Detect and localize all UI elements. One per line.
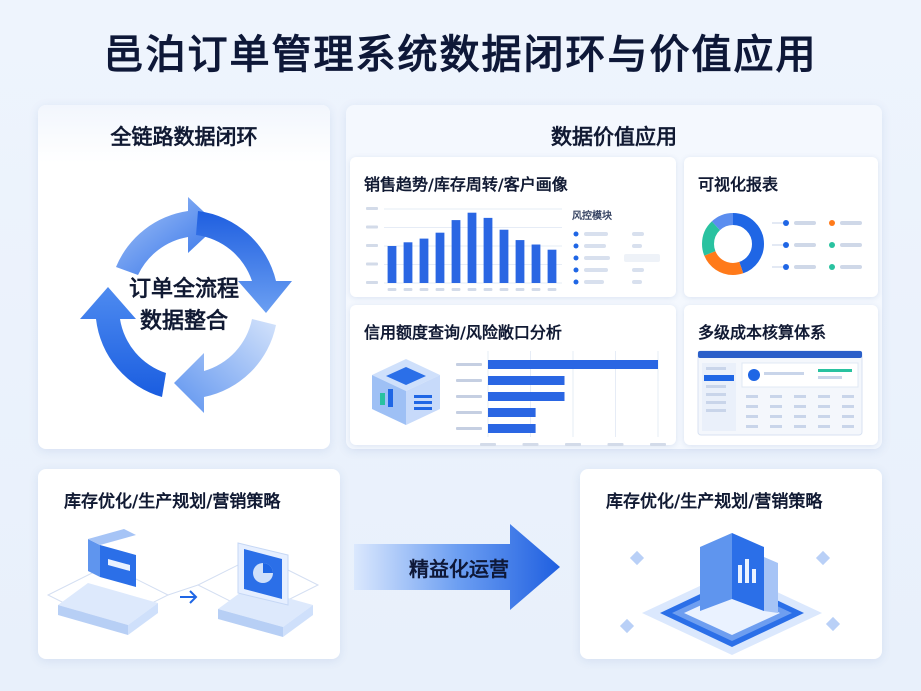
credit-hbar-chart <box>456 351 666 446</box>
sales-legend-rows <box>573 231 660 285</box>
bar <box>515 240 525 283</box>
x-tick-placeholder <box>483 288 493 291</box>
optimization-card-right: 库存优化/生产规划/营销策略 <box>580 469 882 659</box>
y-tick-placeholder <box>366 281 378 284</box>
x-tick-placeholder <box>387 288 397 291</box>
page-title: 邑泊订单管理系统数据闭环与价值应用 <box>103 32 818 78</box>
cycle-arrow-bottom <box>174 319 276 413</box>
data-value-title: 数据价值应用 <box>551 125 677 149</box>
x-tick-placeholder <box>435 288 445 291</box>
cycle-arrow-right <box>196 211 292 313</box>
credit-risk-card: 信用额度查询/风险敞口分析 <box>350 305 676 446</box>
loop-center-line1: 订单全流程 <box>128 277 239 302</box>
cost-accounting-card: 多级成本核算体系 <box>684 305 878 445</box>
x-tick-placeholder <box>467 288 477 291</box>
x-tick-placeholder <box>531 288 541 291</box>
hbar <box>488 360 658 369</box>
sales-trend-title: 销售趋势/库存周转/客户画像 <box>364 175 568 194</box>
isometric-flow-illustration <box>46 529 320 637</box>
bar <box>403 242 413 283</box>
row-label-placeholder <box>456 395 482 398</box>
cycle-arrow-top <box>116 197 218 275</box>
loop-center-line2: 数据整合 <box>139 309 228 334</box>
optimization-card-left: 库存优化/生产规划/营销策略 <box>38 469 340 659</box>
lean-operation-label: 精益化运营 <box>409 557 509 581</box>
optimization-right-title: 库存优化/生产规划/营销策略 <box>606 492 823 512</box>
cycle-arrows-diagram <box>80 197 292 413</box>
x-tick-placeholder <box>515 288 525 291</box>
bar <box>547 249 557 283</box>
bar <box>419 238 429 283</box>
bar <box>435 232 445 283</box>
visual-report-card: 可视化报表 <box>684 157 878 297</box>
data-value-card: 数据价值应用 销售趋势/库存周转/客户画像 风控模块 可视化报表 <box>346 105 882 449</box>
row-label-placeholder <box>456 379 482 382</box>
row-label-placeholder <box>456 411 482 414</box>
dashboard-mockup <box>697 350 863 436</box>
row-label-placeholder <box>456 363 482 366</box>
credit-risk-title: 信用额度查询/风险敞口分析 <box>364 323 562 342</box>
flow-arrow-icon <box>180 590 198 604</box>
sales-trend-card: 销售趋势/库存周转/客户画像 风控模块 <box>350 157 676 297</box>
data-loop-title: 全链路数据闭环 <box>110 125 258 149</box>
y-tick-placeholder <box>366 225 378 229</box>
visual-report-title: 可视化报表 <box>698 175 779 194</box>
x-tick-placeholder <box>403 288 413 291</box>
y-tick-placeholder <box>366 262 378 266</box>
cost-accounting-title: 多级成本核算体系 <box>698 323 827 342</box>
hbar <box>488 408 536 417</box>
report-legend <box>772 220 862 270</box>
sales-bar-chart <box>366 207 562 291</box>
x-tick-placeholder <box>650 443 666 446</box>
y-tick-placeholder <box>366 244 378 247</box>
optimization-left-title: 库存优化/生产规划/营销策略 <box>64 492 281 512</box>
row-label-placeholder <box>456 427 482 430</box>
data-loop-card: 全链路数据闭环 订单全流程 数据整合 <box>38 105 330 449</box>
x-tick-placeholder <box>499 288 509 291</box>
bar <box>451 220 461 283</box>
sales-legend: 风控模块 <box>572 207 672 292</box>
hbar <box>488 376 565 385</box>
y-tick-placeholder <box>366 207 378 210</box>
hbar <box>488 424 536 433</box>
x-tick-placeholder <box>419 288 429 291</box>
x-tick-placeholder <box>607 443 624 446</box>
x-tick-placeholder <box>565 443 581 446</box>
x-tick-placeholder <box>547 288 557 291</box>
bar <box>499 229 509 283</box>
bar <box>483 217 493 283</box>
cycle-arrow-left <box>80 287 166 397</box>
isometric-platform-illustration <box>619 533 841 655</box>
bar <box>467 212 477 283</box>
x-tick-placeholder <box>522 443 539 446</box>
data-loop-header <box>38 105 330 163</box>
isometric-server-icon <box>372 359 440 425</box>
report-donut-chart <box>702 213 764 275</box>
sales-legend-title: 风控模块 <box>572 211 612 222</box>
bar <box>387 246 397 283</box>
x-tick-placeholder <box>451 288 461 291</box>
hbar <box>488 392 565 401</box>
x-tick-placeholder <box>480 443 496 446</box>
bar <box>531 244 541 283</box>
lean-operation-arrow <box>354 524 560 610</box>
